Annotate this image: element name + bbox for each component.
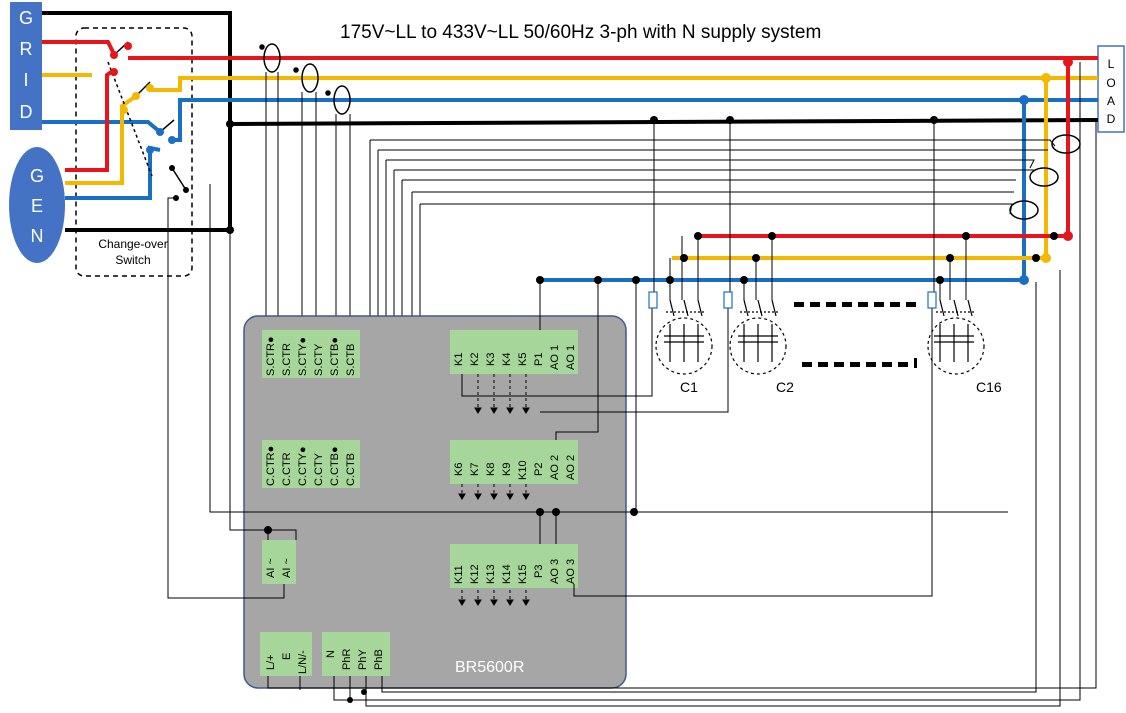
phase-terminal-b: PhB xyxy=(373,649,385,670)
relay-k14: K14 xyxy=(501,564,513,584)
phase-terminal-r: PhR xyxy=(341,649,353,670)
bus-lines xyxy=(42,11,1099,282)
junction-dots xyxy=(264,57,1073,703)
phase-terminal-block: N PhR PhY PhB xyxy=(322,632,390,676)
c-terminal-3: C.CTY● xyxy=(297,446,309,486)
relay-p2: P2 xyxy=(533,463,545,476)
relay-k10: K10 xyxy=(517,460,529,480)
changeover-label-2: Switch xyxy=(115,253,150,267)
capacitor-bank-c1 xyxy=(648,291,713,375)
relay-row-2: K6 K7 K8 K9 K10 P2 AO 2 AO 2 xyxy=(450,440,578,484)
capacitor-bank-c16 xyxy=(927,291,985,375)
relay-k8: K8 xyxy=(485,463,497,476)
c-terminal-6: C.CTB xyxy=(345,453,357,486)
phase-terminal-y: PhY xyxy=(357,649,369,670)
c-terminal-4: C.CTY xyxy=(313,452,325,486)
generator-source: G E N xyxy=(9,147,65,263)
relay-k9: K9 xyxy=(501,463,513,476)
power-terminal-ln: L/N/- xyxy=(297,650,309,674)
capacitor-bank-c2 xyxy=(723,291,787,375)
relay-row-3: K11 K12 K13 K14 K15 P3 AO 3 AO 3 xyxy=(450,544,578,588)
ct-signal-wires xyxy=(265,72,1056,440)
load-letter-l: L xyxy=(1108,57,1115,71)
gen-letter-g: G xyxy=(30,166,44,186)
ai-terminal-block: AI ~ AI ~ xyxy=(262,540,296,584)
capacitor-label-c1: C1 xyxy=(680,379,698,395)
s-terminal-1: S.CTR● xyxy=(265,336,277,376)
gen-letter-n: N xyxy=(31,226,44,246)
capacitor-label-c2: C2 xyxy=(776,379,794,395)
relay-k3: K3 xyxy=(485,353,497,366)
relay-ao3b: AO 3 xyxy=(565,559,577,584)
grid-letter-g: G xyxy=(19,8,33,28)
grid-source: G R I D xyxy=(10,2,42,130)
grid-letter-i: I xyxy=(23,70,28,90)
power-terminal-l: L/+ xyxy=(265,654,277,670)
capacitor-label-c16: C16 xyxy=(976,379,1002,395)
power-terminal-e: E xyxy=(281,653,293,660)
changeover-label-1: Change-over xyxy=(98,237,167,251)
gen-letter-e: E xyxy=(31,196,43,216)
s-terminal-2: S.CTR xyxy=(281,343,293,376)
relay-p1: P1 xyxy=(533,353,545,366)
changeover-switch-box xyxy=(75,27,193,277)
relay-ao2b: AO 2 xyxy=(565,455,577,480)
c-terminal-5: C.CTB● xyxy=(329,446,341,486)
source-ct-coils xyxy=(259,43,351,115)
load-letter-a: A xyxy=(1107,94,1115,108)
relay-k6: K6 xyxy=(453,463,465,476)
cap-ct-coils xyxy=(1009,134,1081,220)
relay-ao2a: AO 2 xyxy=(549,455,561,480)
load: L O A D xyxy=(1097,45,1125,133)
c-terminal-2: C.CTR xyxy=(281,452,293,486)
device-name: BR5600R xyxy=(455,659,524,676)
relay-k1: K1 xyxy=(453,353,465,366)
power-terminal-block: L/+ E L/N/- xyxy=(260,632,312,676)
control-wiring xyxy=(167,62,1097,707)
relay-k2: K2 xyxy=(469,353,481,366)
relay-k5: K5 xyxy=(517,353,529,366)
relay-p3: P3 xyxy=(533,565,545,578)
switch-contacts xyxy=(110,42,234,234)
relay-ao3a: AO 3 xyxy=(549,559,561,584)
s-terminal-6: S.CTB xyxy=(345,344,357,376)
relay-output-arrows xyxy=(458,374,530,606)
c-terminal-1: C.CTR● xyxy=(265,446,277,486)
phase-terminal-n: N xyxy=(325,650,337,658)
ai-terminal-1: AI ~ xyxy=(265,558,277,578)
ai-terminal-2: AI ~ xyxy=(281,558,293,578)
continuation-dashes xyxy=(794,302,917,368)
load-letter-o: O xyxy=(1106,76,1115,90)
relay-ao1b: AO 1 xyxy=(565,345,577,370)
s-terminal-block: S.CTR● S.CTR S.CTY● S.CTY S.CTB● S.CTB xyxy=(262,330,360,378)
c-terminal-block: C.CTR● C.CTR C.CTY● C.CTY C.CTB● C.CTB xyxy=(262,440,360,488)
relay-ao1a: AO 1 xyxy=(549,345,561,370)
relay-row-1: K1 K2 K3 K4 K5 P1 AO 1 AO 1 xyxy=(450,330,578,374)
relay-k15: K15 xyxy=(517,564,529,584)
grid-letter-d: D xyxy=(20,102,33,122)
relay-k12: K12 xyxy=(469,564,481,584)
s-terminal-3: S.CTY● xyxy=(297,337,309,376)
s-terminal-4: S.CTY xyxy=(313,343,325,376)
relay-k13: K13 xyxy=(485,564,497,584)
relay-k7: K7 xyxy=(469,463,481,476)
diagram-title: 175V~LL to 433V~LL 50/60Hz 3-ph with N s… xyxy=(340,22,821,43)
relay-k4: K4 xyxy=(501,353,513,366)
relay-k11: K11 xyxy=(453,565,465,584)
grid-letter-r: R xyxy=(20,39,33,59)
s-terminal-5: S.CTB● xyxy=(329,337,341,376)
load-letter-d: D xyxy=(1107,112,1116,126)
